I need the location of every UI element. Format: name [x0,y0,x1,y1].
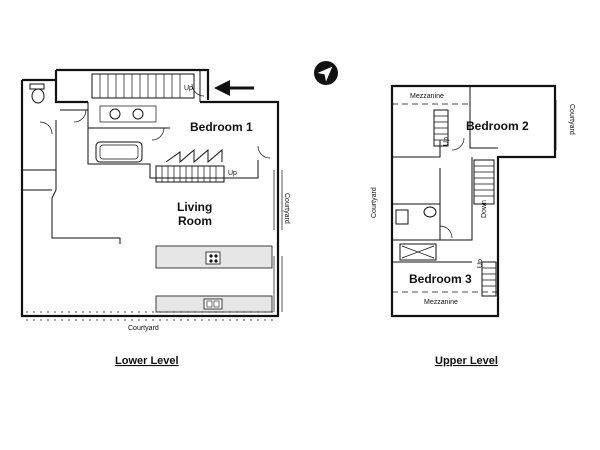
mezzanine-label-bottom: Mezzanine [424,299,458,306]
entrance-arrow-icon [214,80,254,96]
stairs-middle [155,148,225,183]
courtyard-label-bottom: Courtyard [128,325,159,332]
bedroom1-label: Bedroom 1 [190,120,253,134]
bedroom3-label: Bedroom 3 [409,272,472,286]
living-room-label-2: Room [178,214,212,228]
stairs-up-label-top: Up [184,85,193,92]
stairs-up-label-upper-right: Up [477,259,484,268]
lower-level-plan [20,68,283,321]
kitchen-counter-2 [155,295,273,313]
stairs-upper-left [433,109,449,147]
upper-level-plan [390,84,557,318]
lower-level-title: Lower Level [115,355,179,367]
stairs-upper-right [481,261,497,297]
stairs-up-label-upper-left: Up [443,137,450,146]
kitchen-counter-1 [155,245,273,269]
compass-north-icon [314,61,338,85]
stairs-upper-down [473,159,495,205]
mezzanine-label-top: Mezzanine [410,93,444,100]
stairs-down-label: Down [481,200,488,218]
courtyard-label-upper-right: Courtyard [568,104,575,135]
courtyard-label-left: Courtyard [371,187,378,218]
upper-level-title: Upper Level [435,355,498,367]
stairs-top [91,73,195,99]
bedroom2-label: Bedroom 2 [466,119,529,133]
courtyard-label-right: Courtyard [283,193,290,224]
stairs-up-label-bottom: Up [228,170,237,177]
living-room-label-1: Living [177,200,212,214]
